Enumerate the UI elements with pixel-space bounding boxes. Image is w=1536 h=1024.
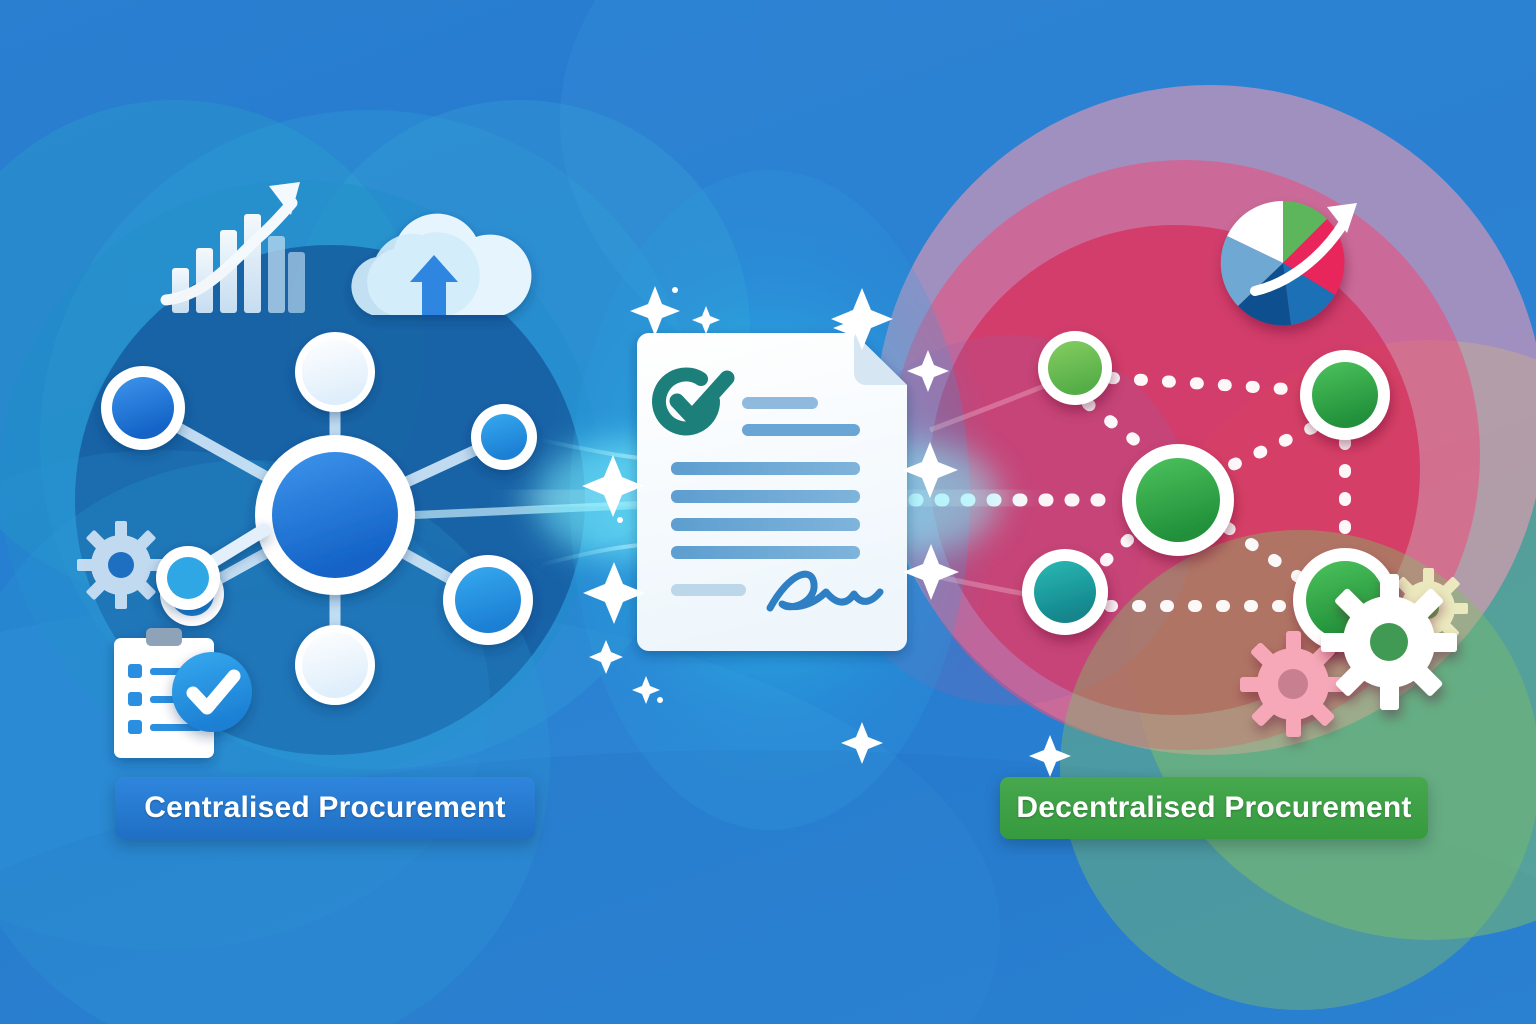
contract-document[interactable] bbox=[637, 333, 907, 651]
node-b[interactable] bbox=[1300, 350, 1390, 440]
node-bottom[interactable] bbox=[295, 625, 375, 705]
edge-c-d bbox=[1094, 534, 1134, 572]
gear-icon-white bbox=[1321, 574, 1457, 710]
sparkle-cluster bbox=[582, 286, 1071, 777]
central-hub-node[interactable] bbox=[255, 435, 415, 595]
bar-chart-growth-icon bbox=[160, 182, 305, 313]
right-network-edges bbox=[1082, 372, 1351, 612]
node-a[interactable] bbox=[1038, 331, 1112, 405]
magnifier-icon bbox=[156, 523, 271, 610]
pie-chart-growth-icon bbox=[1220, 200, 1357, 326]
document-text-lines bbox=[671, 397, 860, 596]
node-right-lower[interactable] bbox=[443, 555, 533, 645]
node-c[interactable] bbox=[1122, 444, 1234, 556]
document-signature bbox=[766, 570, 884, 612]
edge-a-b bbox=[1106, 372, 1308, 396]
edge-b-c bbox=[1216, 422, 1318, 476]
left-beam-lines bbox=[539, 438, 641, 567]
check-badge-icon bbox=[172, 652, 252, 732]
label-centralised-procurement[interactable]: Centralised Procurement bbox=[115, 777, 535, 839]
left-network-nodes bbox=[101, 332, 537, 705]
node-d[interactable] bbox=[1022, 549, 1108, 635]
node-top[interactable] bbox=[295, 332, 375, 412]
document-check-seal bbox=[652, 367, 735, 436]
cloud-upload-icon bbox=[351, 213, 532, 315]
node-left-upper[interactable] bbox=[101, 366, 185, 450]
node-right-upper[interactable] bbox=[471, 404, 537, 470]
label-decentralised-procurement[interactable]: Decentralised Procurement bbox=[1000, 777, 1428, 839]
